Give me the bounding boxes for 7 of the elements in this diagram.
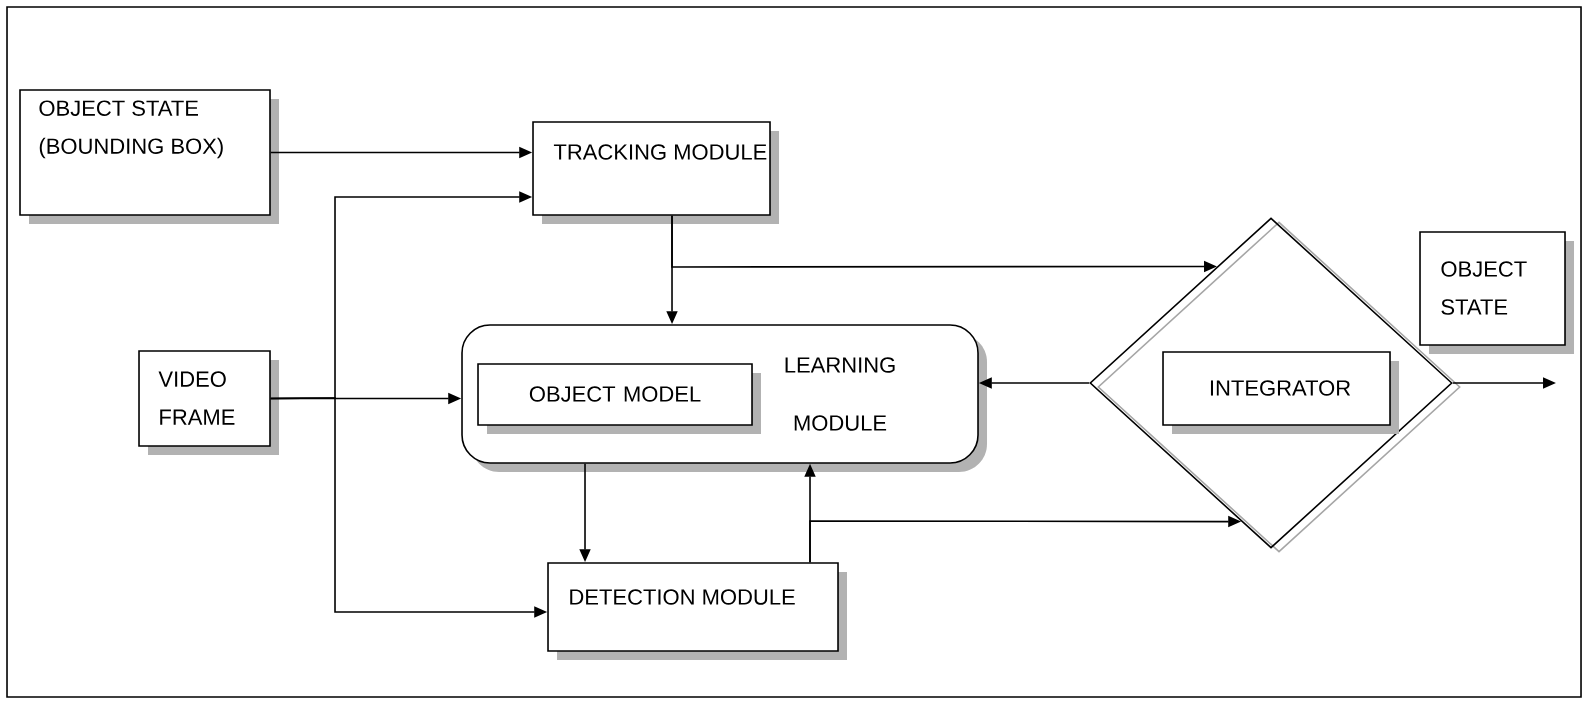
process-box: VIDEO FRAME bbox=[138, 350, 279, 455]
process-box: TRACKING MODULE bbox=[532, 121, 779, 224]
process-box: OBJECT STATE (BOUNDING BOX) bbox=[19, 89, 279, 224]
process-box: INTEGRATOR bbox=[1162, 351, 1399, 434]
process-box: DETECTION MODULE bbox=[547, 562, 847, 660]
process-box: OBJECT MODEL bbox=[477, 363, 761, 434]
process-box: OBJECT STATE bbox=[1419, 231, 1574, 354]
